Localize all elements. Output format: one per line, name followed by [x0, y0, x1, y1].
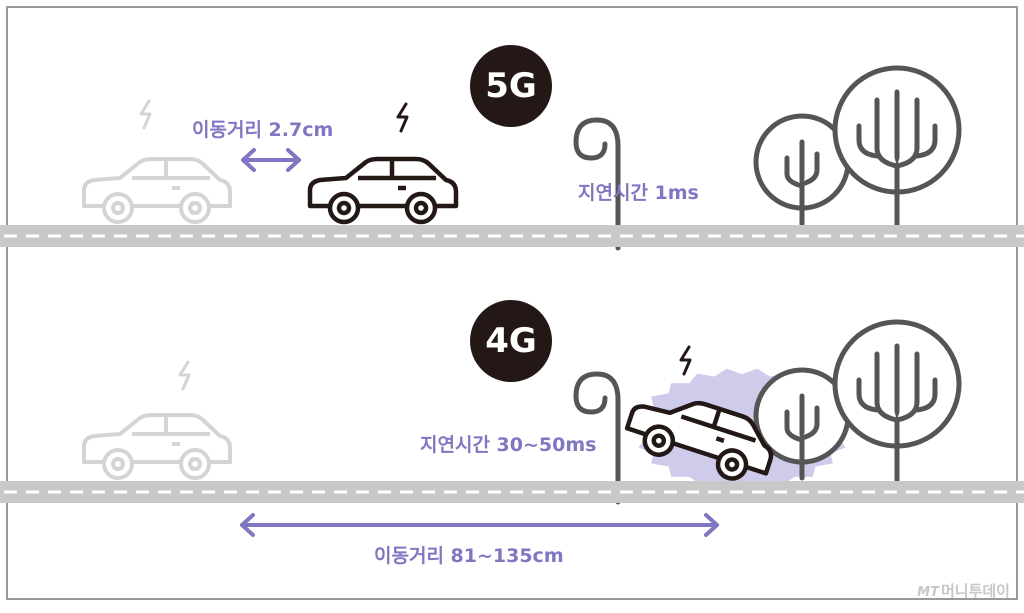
car-icon: [82, 413, 232, 480]
car-icon: [310, 159, 456, 222]
lightning-icon: [396, 102, 409, 133]
road-bottom: [0, 479, 1024, 505]
double-arrow-icon: [241, 148, 301, 172]
lightning-icon: [178, 360, 191, 391]
network-badge-5g: 5G: [470, 45, 552, 127]
car-icon: [82, 157, 232, 224]
tree-icon: [835, 322, 959, 480]
road-top: [0, 223, 1024, 249]
latency-label-5g: 지연시간 1ms: [578, 182, 699, 204]
tree-icon: [835, 68, 959, 226]
latency-label-4g: 지연시간 30~50ms: [420, 434, 597, 456]
distance-label-5g: 이동거리 2.7cm: [192, 119, 334, 141]
frame-border: [6, 6, 1018, 600]
lightning-icon: [139, 99, 152, 130]
network-badge-4g: 4G: [470, 300, 552, 382]
lightning-icon: [679, 345, 692, 376]
distance-label-4g: 이동거리 81~135cm: [374, 545, 564, 567]
double-arrow-icon: [240, 513, 719, 537]
